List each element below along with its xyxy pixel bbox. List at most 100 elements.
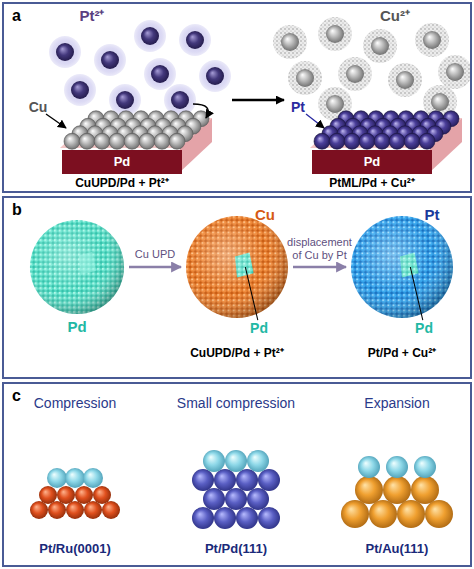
copper-ion xyxy=(371,37,389,55)
surface-caption: Pt/Au(111) xyxy=(366,542,429,556)
substrate-slab: Pd xyxy=(312,150,432,174)
copper-monolayer xyxy=(64,111,209,150)
platinum-ion xyxy=(186,31,204,49)
palladium-atom xyxy=(236,507,258,529)
ion-halo xyxy=(288,61,322,95)
metal-label: Pt xyxy=(425,207,440,224)
ion-halo xyxy=(338,57,372,91)
panel-letter: c xyxy=(12,387,21,405)
ruthenium-atom xyxy=(30,501,48,519)
metal-label: Pd xyxy=(67,319,86,336)
particle-shading xyxy=(351,216,453,318)
sphere-outline xyxy=(185,215,289,319)
nanoparticle-sphere: CuPdCuUPD/Pd + Pt²⁺ xyxy=(185,215,289,319)
atom-layer xyxy=(47,468,103,488)
platinum-atom xyxy=(389,133,405,149)
ion-halo xyxy=(415,23,449,57)
gold-atom xyxy=(425,500,453,528)
platinum-atom xyxy=(359,133,375,149)
ruthenium-atom xyxy=(39,486,57,504)
platinum-atom xyxy=(419,133,435,149)
palladium-atom xyxy=(214,507,236,529)
ion-halo xyxy=(64,74,96,106)
sphere-outline xyxy=(29,219,125,315)
atom-layer xyxy=(203,450,269,472)
ion-halo xyxy=(318,17,352,51)
platinum-ion xyxy=(116,91,134,109)
core-label: Pd xyxy=(415,321,433,336)
platinum-monolayer xyxy=(314,111,459,150)
particle-body xyxy=(186,216,288,318)
ion-halo xyxy=(273,25,307,59)
surface-caption: Pt/Pd(111) xyxy=(205,542,267,556)
core-label: Pd xyxy=(250,321,268,336)
platinum-atom xyxy=(65,468,85,488)
metal-label: Cu xyxy=(255,207,275,224)
process-arrow xyxy=(129,266,181,269)
ion-halos xyxy=(49,20,231,116)
platinum-atom xyxy=(203,450,225,472)
palladium-atom xyxy=(236,469,258,491)
figure-panel: c xyxy=(2,382,472,567)
particle-shading xyxy=(186,216,288,318)
nanoparticle-sphere: PtPdPt/Pd + Cu²⁺ xyxy=(350,215,454,319)
copper-atom xyxy=(79,133,95,149)
palladium-atom xyxy=(214,469,236,491)
state-caption: Pt/Pd + Cu²⁺ xyxy=(368,347,436,360)
strain-heading: Compression xyxy=(34,396,116,411)
leader-line xyxy=(46,114,66,128)
platinum-atom xyxy=(404,133,420,149)
ion-halos xyxy=(273,17,472,121)
platinum-ion xyxy=(206,67,224,85)
surface-caption: Pt/Ru(0001) xyxy=(39,542,111,556)
copper-ion xyxy=(346,65,364,83)
palladium-atom xyxy=(203,488,225,510)
ruthenium-atom xyxy=(75,486,93,504)
platinum-atom xyxy=(47,468,67,488)
platinum-ion xyxy=(101,51,119,69)
ruthenium-atom xyxy=(48,501,66,519)
copper-ion xyxy=(396,71,414,89)
atom-layer xyxy=(30,486,120,519)
platinum-ion xyxy=(141,27,159,45)
state-caption: CuUPD/Pd + Pt²⁺ xyxy=(75,177,169,190)
platinum-atom xyxy=(386,456,408,478)
slab-label: Pd xyxy=(114,155,131,169)
copper-ion xyxy=(431,93,449,111)
state-caption: CuUPD/Pd + Pt²⁺ xyxy=(190,347,284,360)
platinum-ion xyxy=(71,81,89,99)
ion-label: Cu²⁺ xyxy=(380,8,410,25)
figure-panel: aPdPd xyxy=(2,2,472,193)
platinum-atom xyxy=(329,133,345,149)
gold-atom xyxy=(341,500,369,528)
platinum-atom xyxy=(83,468,103,488)
ruthenium-atom xyxy=(57,486,75,504)
nanoparticle-sphere: Pd xyxy=(29,219,125,315)
gold-atom xyxy=(355,476,383,504)
substrate-slab: Pd xyxy=(62,150,182,174)
ion-halo xyxy=(134,20,166,52)
panel-letter: b xyxy=(12,201,22,219)
atom-label: Cu xyxy=(29,100,48,115)
atom-label: Pt xyxy=(291,100,305,115)
platinum-atom xyxy=(225,450,247,472)
arrow-label: displacement of Cu by Pt xyxy=(283,236,357,261)
copper-ion xyxy=(281,33,299,51)
ion-halo xyxy=(94,44,126,76)
strain-heading: Expansion xyxy=(364,396,429,411)
leader-line xyxy=(410,267,422,320)
copper-ion xyxy=(296,69,314,87)
platinum-atom xyxy=(314,133,330,149)
palladium-atom xyxy=(258,469,280,491)
process-arrow xyxy=(293,266,346,269)
gold-atom xyxy=(369,500,397,528)
gold-atom xyxy=(397,500,425,528)
platinum-ions xyxy=(56,27,224,109)
atom-layer xyxy=(358,456,436,478)
palladium-atom xyxy=(225,488,247,510)
platinum-atom xyxy=(414,456,436,478)
copper-ion xyxy=(423,31,441,49)
